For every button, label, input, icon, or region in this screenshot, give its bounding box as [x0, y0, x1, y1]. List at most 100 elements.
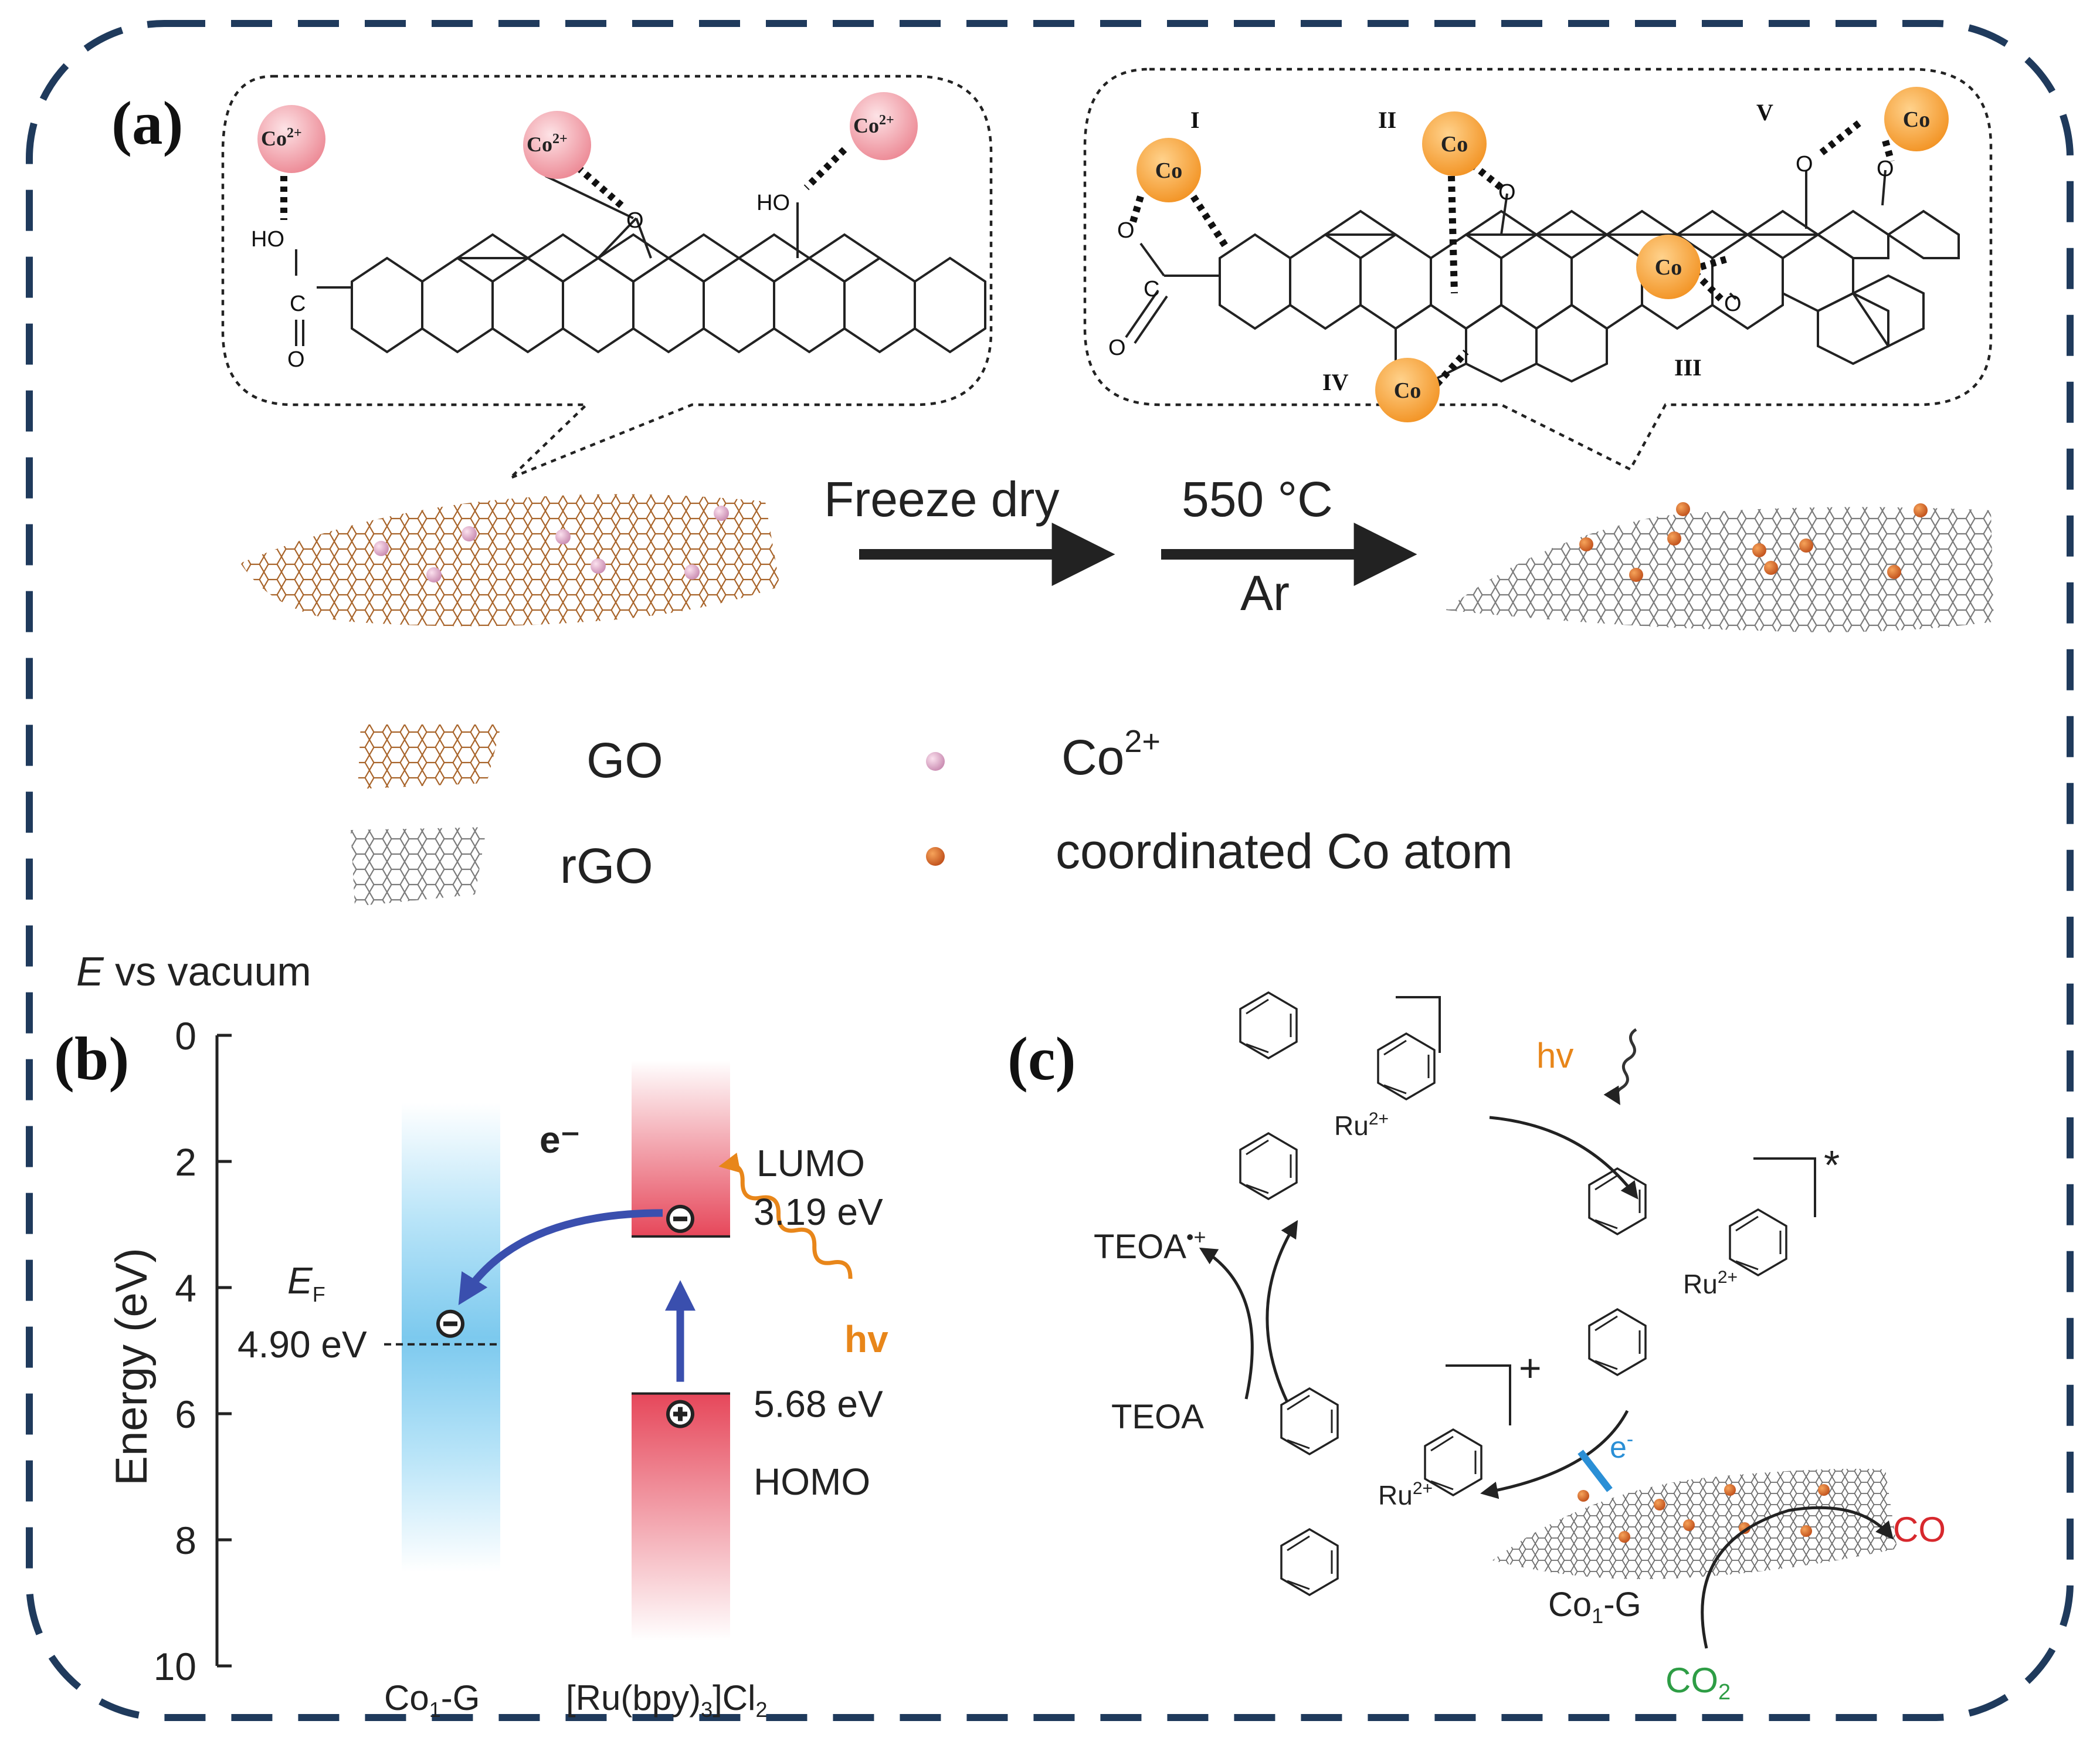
hv-label-b: hv: [844, 1318, 888, 1360]
electron-transfer-arrow: [458, 1209, 663, 1305]
ru-column-label: [Ru(bpy)3]Cl2: [566, 1678, 767, 1722]
teoa-oxidation-arrow: [1199, 1247, 1254, 1400]
ef-value: 4.90 eV: [238, 1323, 367, 1366]
panel-a-label: (a): [111, 89, 183, 157]
outer-frame: [26, 20, 2074, 1721]
hole-symbol-homo: [666, 1400, 694, 1428]
teoa-oxidized-label: TEOA•+: [1094, 1225, 1206, 1266]
ru-complex-ground: Ru2+: [1239, 991, 1441, 1200]
callout-right: [1083, 67, 1993, 471]
go-o-epoxy: O: [626, 208, 644, 233]
co-product-label: CO: [1893, 1510, 1946, 1549]
photon-wave-c: [1603, 1028, 1637, 1105]
go-o-bottom: O: [287, 347, 305, 372]
panel-c-label: (c): [1007, 1024, 1076, 1093]
svg-text:Co: Co: [1903, 107, 1930, 132]
co-atom-site-3: Co: [1636, 235, 1701, 299]
co2-reduction-arrow: [1701, 1506, 1894, 1649]
rgo-sheet: [1446, 502, 1994, 632]
ef-symbol: EF: [287, 1259, 325, 1306]
svg-text:Co2+: Co2+: [261, 126, 302, 150]
co-atom-site-1: Co: [1136, 138, 1201, 202]
electron-block-mark: [1577, 1449, 1613, 1492]
hv-label-c: hv: [1536, 1036, 1573, 1075]
y-tick-label: 0: [175, 1014, 196, 1058]
electron-symbol-ef: [436, 1309, 464, 1338]
co-atom-dots: [1579, 502, 1928, 582]
co-atom-site-2: Co: [1422, 111, 1487, 176]
go-c: C: [290, 292, 306, 316]
ru-complex-excited: Ru2+ *: [1588, 1142, 1840, 1376]
co-ion-2: Co2+: [523, 111, 591, 179]
freeze-dry-label: Freeze dry: [824, 472, 1059, 527]
legend-co-ion-label: Co2+: [1061, 724, 1161, 785]
panel-b-label: (b): [54, 1024, 129, 1093]
catalyst-label: Co1-G: [1548, 1586, 1641, 1628]
co-ion-1: Co2+: [257, 105, 325, 173]
callout-left: [221, 74, 993, 480]
rgo-o-1: O: [1117, 218, 1135, 243]
lumo-value: 3.19 eV: [754, 1191, 883, 1233]
co-ion-dots: [374, 506, 729, 582]
teoa-label: TEOA: [1111, 1398, 1204, 1436]
excited-star: *: [1824, 1142, 1840, 1188]
lumo-label: LUMO: [756, 1142, 865, 1184]
svg-text:Ru2+: Ru2+: [1378, 1479, 1433, 1510]
y-tick-label: 8: [175, 1519, 196, 1562]
rgo-coordination-bonds: [1128, 120, 1895, 396]
rgo-o-4: O: [1796, 152, 1813, 177]
co-atom-site-4: Co: [1375, 358, 1440, 422]
cycle-arrow-transfer: [1480, 1410, 1629, 1499]
co-ion-3: Co2+: [850, 92, 918, 160]
rgo-c: C: [1144, 277, 1159, 302]
ru-complex-reduced: Ru2+ +: [1280, 1346, 1542, 1596]
svg-text:Co: Co: [1394, 378, 1421, 403]
svg-text:Co2+: Co2+: [853, 113, 894, 137]
site-label-i: I: [1190, 107, 1200, 133]
site-label-v: V: [1756, 99, 1773, 126]
electron-label: e⁻: [540, 1119, 580, 1161]
energy-axis-title: E vs vacuum: [76, 949, 311, 994]
anneal-temp-label: 550 °C: [1182, 472, 1333, 527]
cycle-arrow-regenerate: [1266, 1220, 1298, 1403]
co1g-sheet: [1492, 1469, 1897, 1579]
legend-co-ion-dot: [926, 752, 945, 771]
anneal-atmosphere-label: Ar: [1240, 565, 1290, 621]
electron-symbol-lumo: [666, 1204, 694, 1233]
photon-wave: [718, 1153, 853, 1279]
legend-go-label: GO: [586, 733, 663, 788]
svg-text:Co2+: Co2+: [527, 131, 568, 156]
legend: GO rGO Co2+ coordinated Co atom: [351, 724, 1513, 906]
rgo-molecule: [1125, 170, 1960, 383]
rgo-o-6: O: [1724, 292, 1742, 316]
y-tick-label: 10: [154, 1645, 196, 1688]
y-tick-label: 4: [175, 1266, 196, 1310]
homo-value: 5.68 eV: [754, 1383, 883, 1425]
svg-text:Co: Co: [1441, 132, 1468, 157]
reduced-plus: +: [1519, 1346, 1542, 1390]
site-label-iv: IV: [1322, 369, 1349, 395]
ru-homo-band: [632, 1393, 730, 1641]
co2-reactant-label: CO2: [1665, 1661, 1731, 1705]
site-label-iii: III: [1674, 354, 1702, 381]
go-ho-left: HO: [251, 227, 284, 252]
co1g-column-label: Co1-G: [384, 1678, 480, 1722]
legend-rgo-swatch: [351, 827, 487, 906]
legend-co-atom-dot: [926, 847, 945, 866]
svg-text:Co: Co: [1155, 158, 1182, 183]
y-axis-label: Energy (eV): [107, 1248, 157, 1486]
svg-text:Ru2+: Ru2+: [1683, 1268, 1738, 1299]
go-ho-right: HO: [756, 191, 790, 215]
rgo-o-5: O: [1877, 157, 1894, 181]
legend-go-swatch: [358, 724, 501, 789]
legend-rgo-label: rGO: [560, 838, 653, 893]
co-atom-site-5: Co: [1884, 87, 1949, 151]
rgo-o-2: O: [1108, 336, 1126, 360]
y-tick-label: 6: [175, 1393, 196, 1436]
electron-label-c: e-: [1610, 1428, 1633, 1465]
cycle-arrow-excite: [1489, 1116, 1638, 1200]
legend-co-atom-label: coordinated Co atom: [1056, 824, 1513, 879]
go-coordination-bonds: [280, 147, 847, 220]
